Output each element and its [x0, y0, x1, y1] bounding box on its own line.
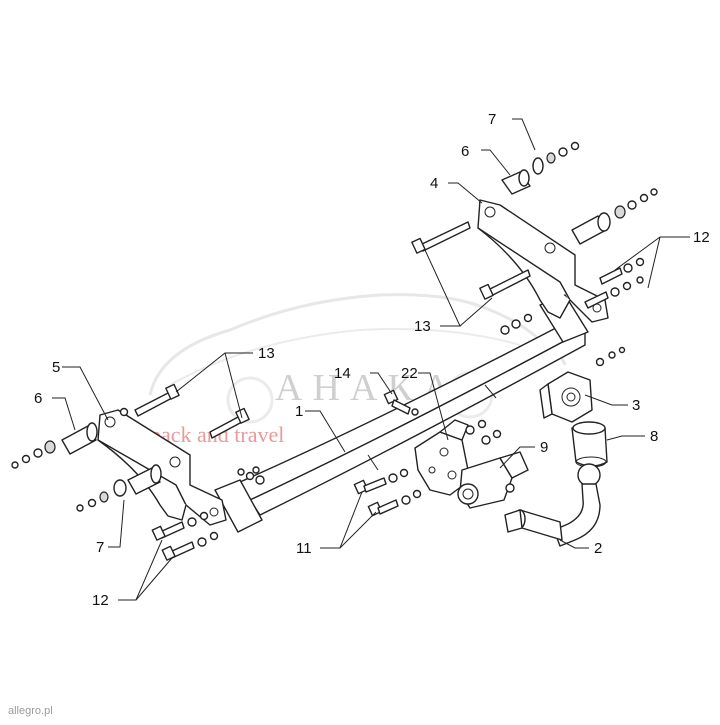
callout-13-left: 13: [258, 345, 275, 362]
tow-ball-neck: [504, 463, 601, 547]
beam-nuts: [237, 313, 533, 485]
bolt-14: [383, 389, 419, 416]
source-mark: allegro.pl: [8, 705, 53, 717]
callout-7-left: 7: [96, 539, 104, 556]
callout-1: 1: [295, 403, 303, 420]
callout-12-right: 12: [693, 229, 710, 246]
bolt-13-right: [411, 221, 531, 300]
electrical-socket: [457, 451, 529, 509]
cross-beam: [214, 294, 589, 533]
spacer-tube-right-lower: [571, 188, 658, 245]
socket-plate: [539, 346, 626, 423]
callout-14: 14: [334, 365, 351, 382]
callout-3: 3: [632, 397, 640, 414]
callout-5: 5: [52, 359, 60, 376]
callout-8: 8: [650, 428, 658, 445]
callout-2: 2: [594, 540, 602, 557]
ball-cover: [571, 421, 608, 468]
bolt-12-left: [151, 511, 219, 561]
center-nuts: [252, 419, 502, 474]
callout-22: 22: [401, 365, 418, 382]
callout-7-top: 7: [488, 111, 496, 128]
callout-6-left: 6: [34, 390, 42, 407]
callout-12-left: 12: [92, 592, 109, 609]
spacer-tube-left-lower: [76, 464, 162, 512]
callout-13-right: 13: [414, 318, 431, 335]
hitch-plate: [414, 419, 471, 496]
bolt-12-right: [584, 257, 645, 309]
callout-6-top: 6: [461, 143, 469, 160]
bolt-13-left: [119, 383, 250, 439]
callout-11: 11: [296, 540, 312, 557]
callout-9: 9: [540, 439, 548, 456]
bolt-11: [353, 468, 422, 517]
spacer-tube-right: [501, 141, 580, 195]
leader-lines: [52, 118, 690, 601]
callout-4: 4: [430, 175, 438, 192]
spacer-tube-left: [11, 422, 98, 469]
